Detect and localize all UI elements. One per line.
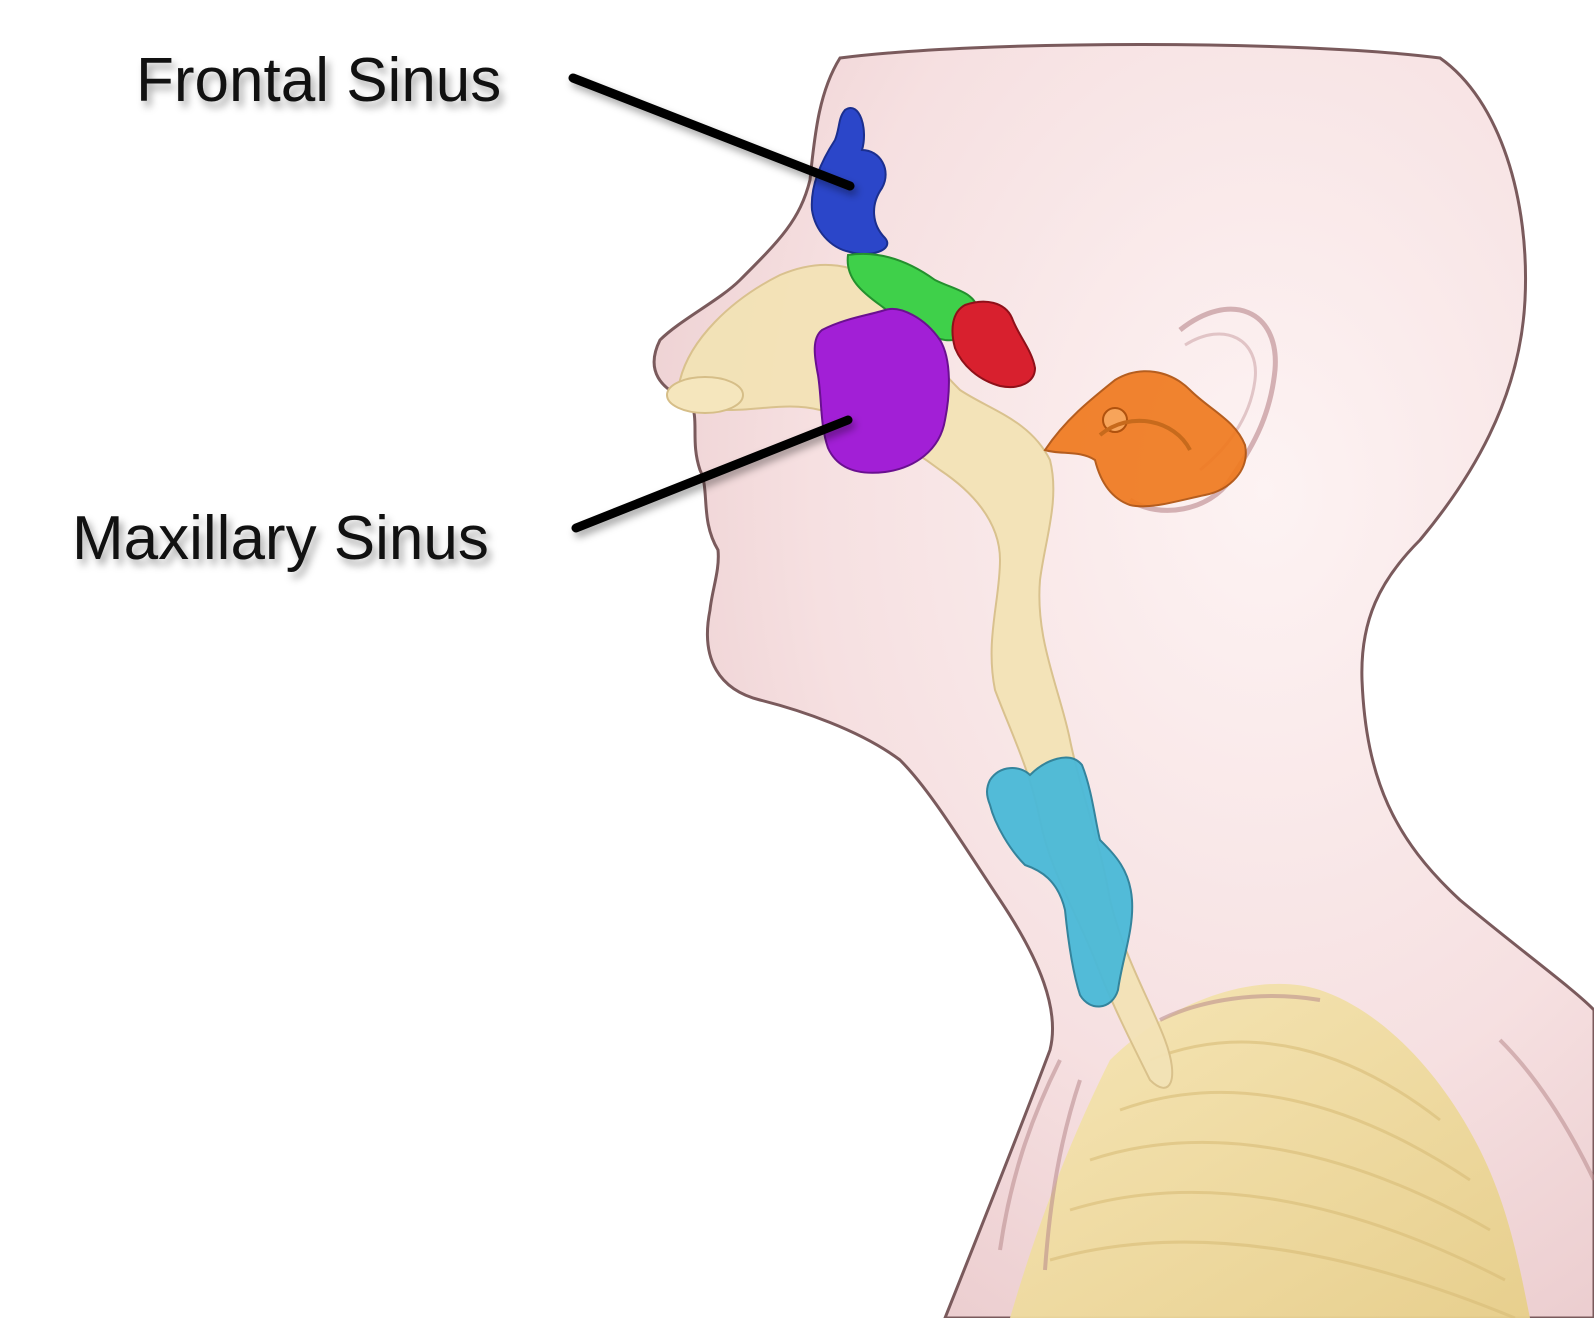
frontal-sinus-label: Frontal Sinus	[136, 50, 501, 112]
maxillary-sinus	[815, 309, 949, 473]
maxillary-sinus-label: Maxillary Sinus	[72, 508, 489, 570]
frontal-sinus-leader-line	[573, 78, 850, 186]
